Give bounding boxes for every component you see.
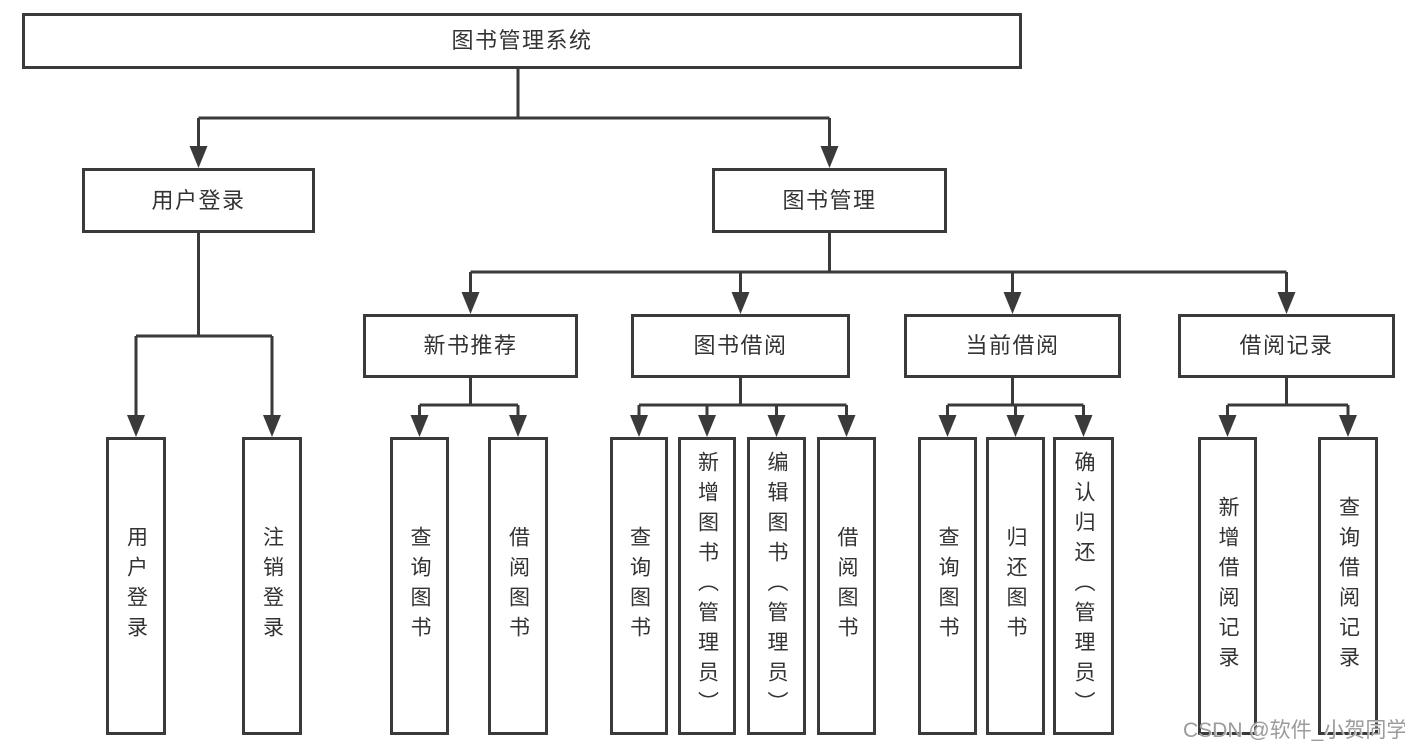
connector-root-to-level1	[197, 69, 831, 152]
node-root: 图书管理系统	[22, 13, 1022, 69]
node-borrow-records: 借阅记录	[1178, 314, 1395, 378]
leaf-records-query-record: 查询借阅记录	[1318, 437, 1378, 735]
arrowhead-icon	[1218, 415, 1237, 437]
node-book-management-label: 图书管理	[782, 187, 877, 213]
leaf-current-confirm-return-admin: 确认归还（管理员）	[1053, 437, 1114, 735]
arrowhead-icon	[820, 146, 839, 168]
watermark: CSDN @软件_小贺同学	[1183, 719, 1405, 742]
connector-current-children	[946, 378, 1085, 422]
leaf-user-login: 用户登录	[106, 437, 166, 735]
arrowhead-icon	[461, 292, 480, 314]
leaf-recommend-borrow-books-label: 借阅图书	[506, 526, 530, 646]
node-user-login: 用户登录	[82, 168, 315, 233]
leaf-logout-label: 注销登录	[260, 526, 284, 646]
arrowhead-icon	[938, 415, 957, 437]
arrowhead-icon	[731, 292, 750, 314]
leaf-borrow-borrow-books-label: 借阅图书	[835, 526, 858, 646]
arrowhead-icon	[837, 415, 856, 437]
leaf-current-confirm-return-admin-label: 确认归还（管理员）	[1072, 451, 1095, 721]
leaf-borrow-add-books-admin-label: 新增图书（管理员）	[695, 451, 719, 721]
leaf-borrow-edit-books-admin-label: 编辑图书（管理员）	[765, 451, 788, 721]
connector-borrow-children	[637, 378, 848, 422]
node-book-borrow-label: 图书借阅	[693, 333, 788, 358]
connector-user-login-children	[134, 233, 274, 422]
arrowhead-icon	[1339, 415, 1357, 437]
arrowhead-icon	[509, 415, 527, 437]
leaf-logout: 注销登录	[242, 437, 302, 735]
leaf-user-login-label: 用户登录	[124, 526, 148, 646]
leaf-current-return-books: 归还图书	[986, 437, 1045, 735]
leaf-borrow-add-books-admin: 新增图书（管理员）	[678, 437, 736, 735]
node-book-management: 图书管理	[712, 168, 947, 233]
leaf-current-query-books-label: 查询图书	[936, 526, 959, 646]
leaf-borrow-query-books-label: 查询图书	[627, 526, 651, 646]
connector-recommend-children	[418, 378, 520, 422]
node-new-book-recommend: 新书推荐	[363, 314, 578, 378]
arrowhead-icon	[410, 415, 429, 437]
leaf-current-return-books-label: 归还图书	[1004, 526, 1027, 646]
arrowhead-icon	[767, 415, 786, 437]
arrowhead-icon	[189, 146, 208, 168]
leaf-recommend-query-books: 查询图书	[390, 437, 449, 735]
leaf-recommend-query-books-label: 查询图书	[408, 526, 431, 646]
node-borrow-records-label: 借阅记录	[1239, 333, 1334, 358]
leaf-records-add-record: 新增借阅记录	[1198, 437, 1257, 735]
leaf-recommend-borrow-books: 借阅图书	[488, 437, 548, 735]
leaf-current-query-books: 查询图书	[918, 437, 977, 735]
leaf-borrow-borrow-books: 借阅图书	[817, 437, 876, 735]
connector-book-mgmt-sections	[469, 233, 1288, 299]
leaf-borrow-edit-books-admin: 编辑图书（管理员）	[747, 437, 806, 735]
node-root-label: 图书管理系统	[451, 28, 593, 53]
arrowhead-icon	[263, 415, 281, 437]
node-book-borrow: 图书借阅	[631, 314, 850, 378]
leaf-records-query-record-label: 查询借阅记录	[1336, 496, 1360, 676]
arrowhead-icon	[1006, 415, 1025, 437]
leaf-borrow-query-books: 查询图书	[610, 437, 668, 735]
connector-records-children	[1226, 378, 1350, 422]
node-current-borrow-label: 当前借阅	[965, 333, 1060, 358]
arrowhead-icon	[127, 415, 145, 437]
arrowhead-icon	[1003, 292, 1022, 314]
leaf-records-add-record-label: 新增借阅记录	[1216, 496, 1239, 676]
node-user-login-label: 用户登录	[151, 187, 246, 213]
arrowhead-icon	[698, 415, 716, 437]
arrowhead-icon	[630, 415, 648, 437]
node-current-borrow: 当前借阅	[904, 314, 1121, 378]
node-new-book-recommend-label: 新书推荐	[423, 333, 518, 358]
arrowhead-icon	[1277, 292, 1296, 314]
arrowhead-icon	[1074, 415, 1093, 437]
